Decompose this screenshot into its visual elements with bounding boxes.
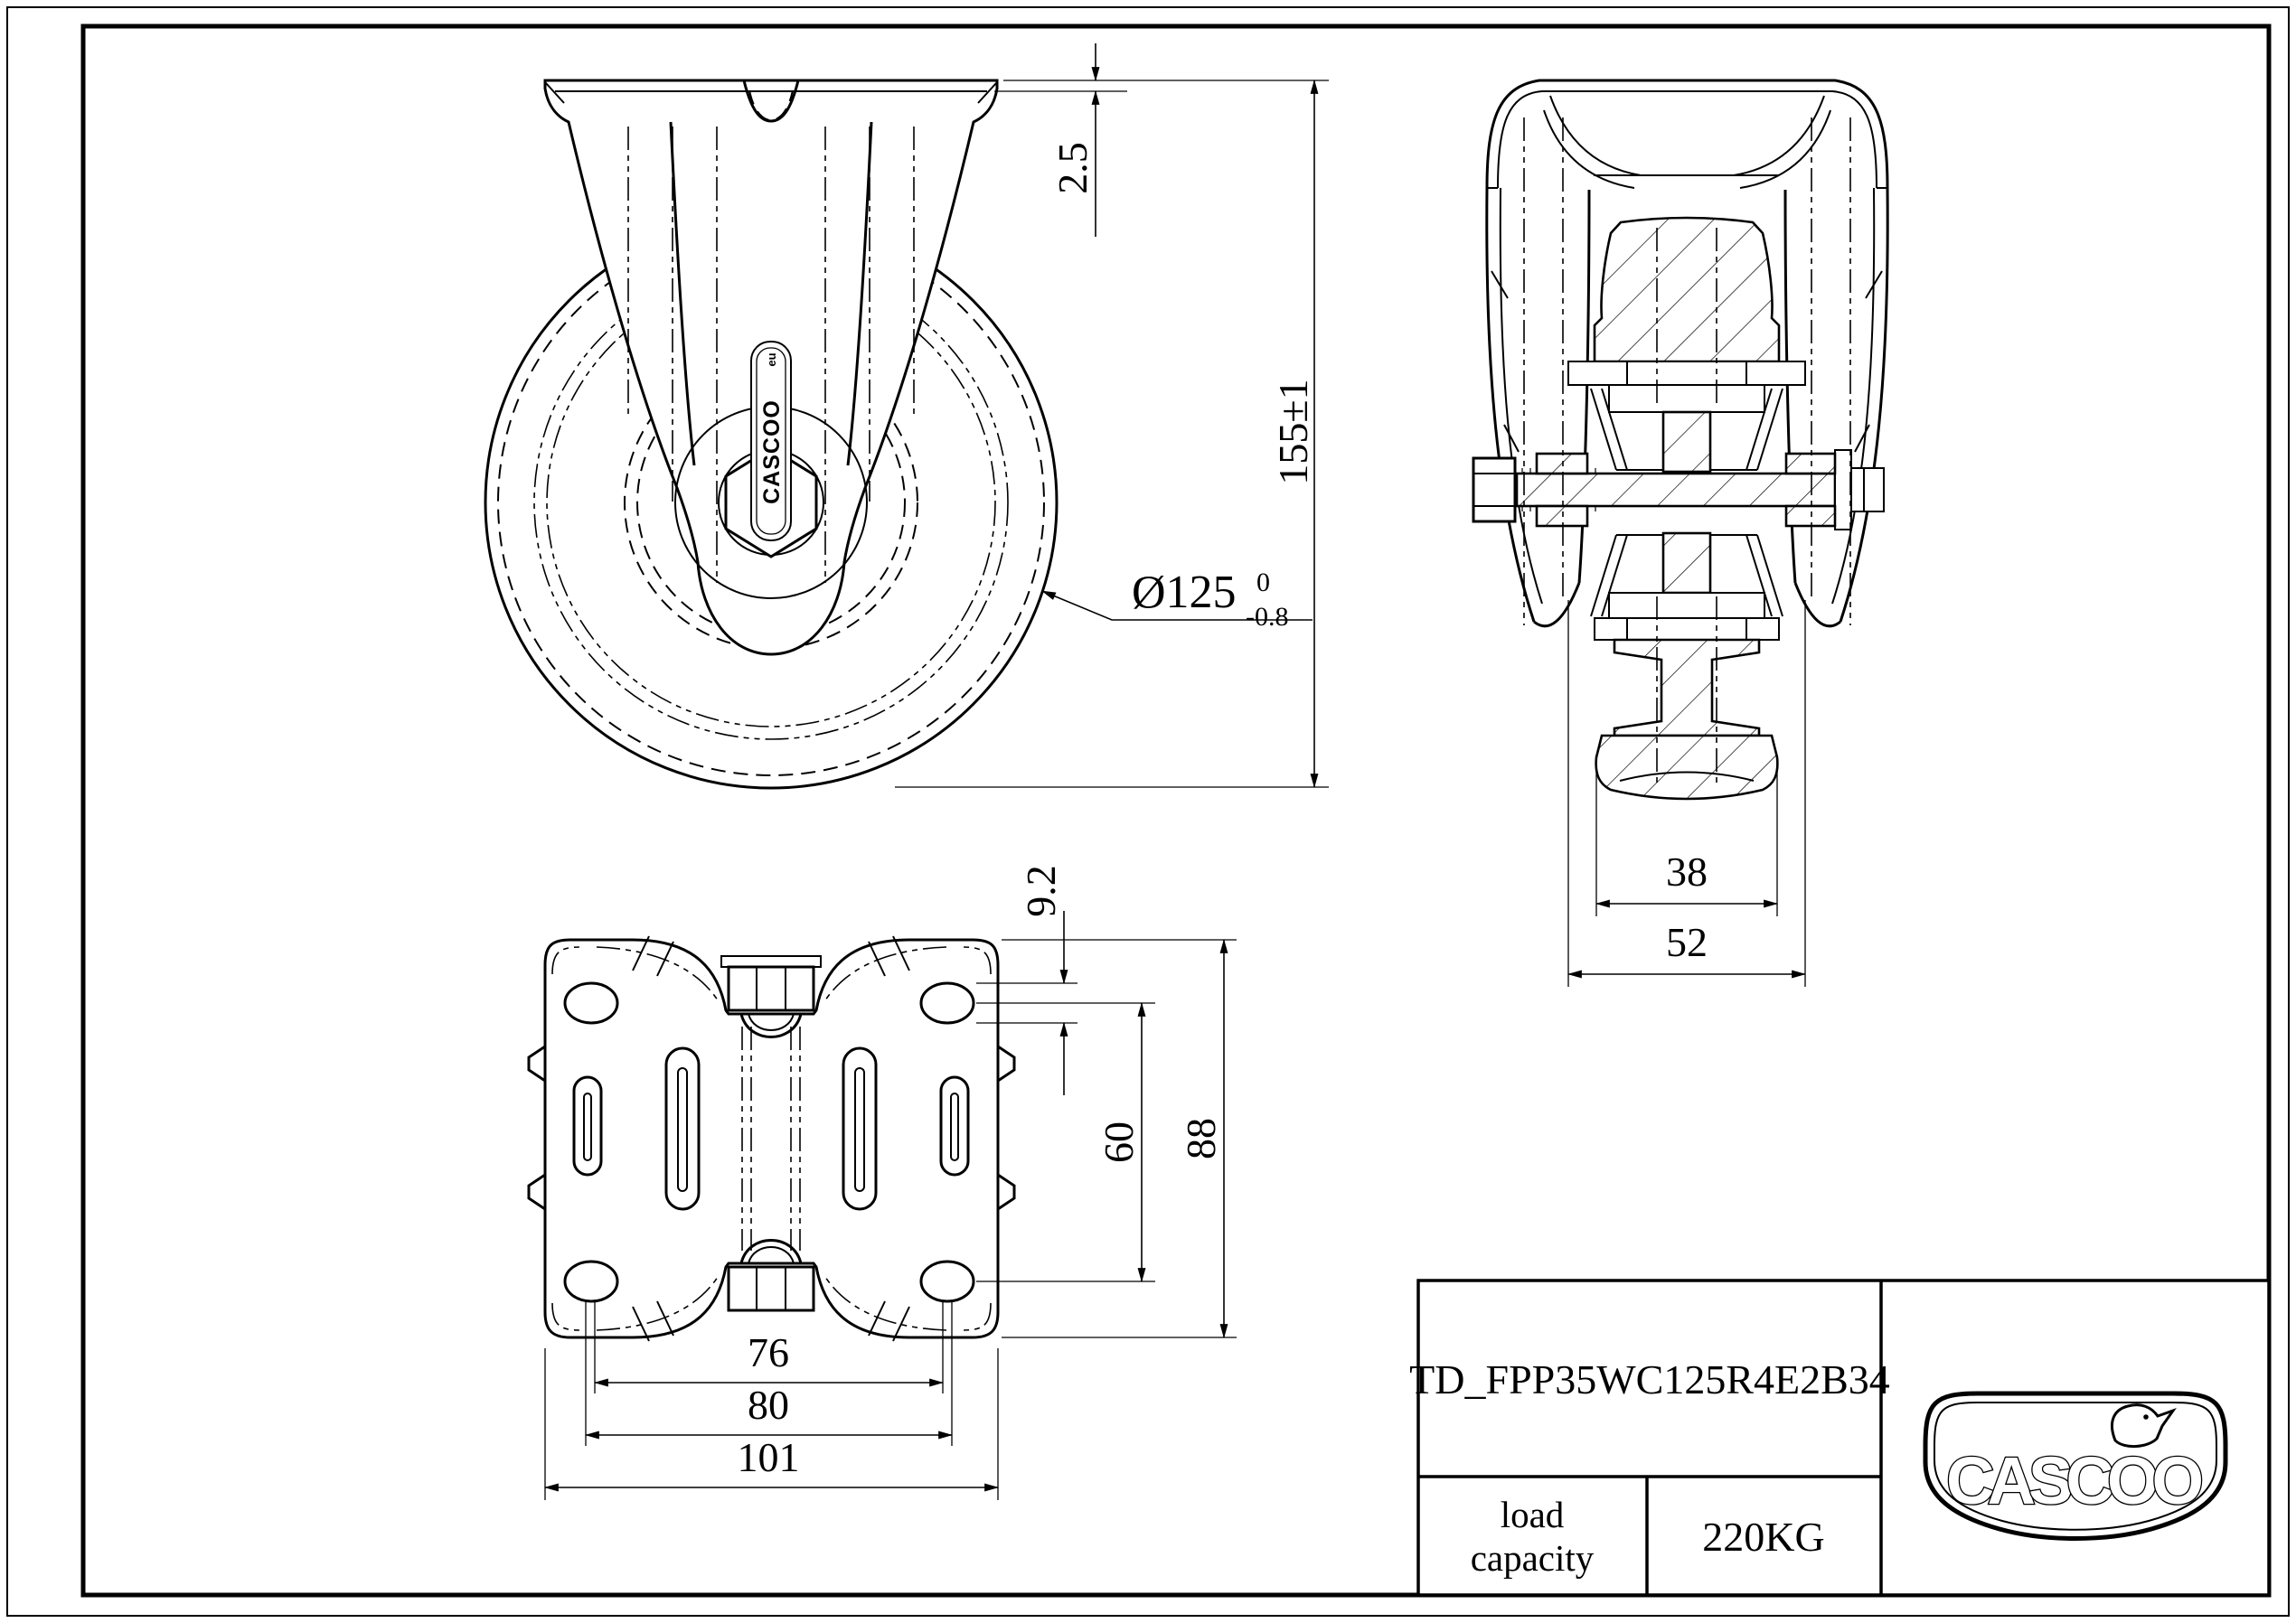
dim-wheel-diameter-text: Ø125: [1132, 567, 1237, 618]
bend-ticks: [632, 935, 910, 1342]
right-boss-upper: [1784, 452, 1837, 475]
dim-overall-height-text: 155±1: [1270, 379, 1316, 484]
logo-brand-text: CASCOO: [1946, 1443, 2205, 1518]
left-tab-lower: [527, 1173, 546, 1211]
fork-badge-suffix: eu: [765, 352, 778, 366]
border-frame: [6, 6, 2290, 1617]
tread-bottom-inner-arc: [1619, 771, 1755, 782]
lower-bearing: [1590, 531, 1783, 641]
cascoo-bird-icon: [2111, 1403, 2177, 1448]
load-capacity-label-line2: capacity: [1471, 1537, 1595, 1579]
side-plate: [1485, 79, 1889, 189]
tread-top-section: [1593, 216, 1781, 363]
mounting-holes: [563, 981, 975, 1303]
axle-nut: [1850, 467, 1885, 512]
bottom-hex-nut: [727, 1265, 815, 1312]
dim-hub-width: 52: [1567, 600, 1807, 987]
axle-bolt: [1472, 449, 1885, 530]
side-centerlines: [1523, 117, 1851, 783]
dim-tread-width: 38: [1595, 770, 1779, 916]
dim-wheel-diameter: Ø125 0 -0.8: [1041, 567, 1313, 632]
dim-hole-pitch-horizontal-text: 76: [748, 1329, 789, 1375]
dim-plate-thickness-text: 2.5: [1049, 142, 1096, 194]
bend-phantom-lines: [551, 946, 992, 1331]
load-capacity-value: 220KG: [1702, 1514, 1824, 1560]
lower-bearing-roller: [1661, 531, 1712, 595]
inner-frame: [80, 23, 2272, 1598]
top-hex-nut: [727, 965, 815, 1012]
dim-hole-diameter: 9.2: [976, 865, 1077, 1095]
dim-overall-height: 155±1: [895, 79, 1329, 789]
left-boss-upper: [1535, 452, 1589, 475]
fork-right-inner-edge: [846, 121, 873, 466]
plate-slots: [572, 1046, 970, 1211]
dim-wheel-diameter-tol-upper: 0: [1256, 568, 1270, 597]
dim-plate-width-text: 101: [738, 1434, 800, 1480]
hole-bottom-left: [563, 1260, 619, 1303]
dim-plate-width: 101: [543, 1348, 1000, 1500]
dim-plate-depth-text: 88: [1178, 1118, 1224, 1159]
dim-plate-thickness: 2.5: [994, 43, 1329, 237]
kingpin-hidden-arc: [748, 89, 794, 121]
outer-border: [6, 6, 2290, 1617]
axle-washer: [1834, 449, 1852, 530]
upper-bearing-roller: [1661, 410, 1712, 474]
left-tab-upper: [527, 1045, 546, 1083]
wheel-tread-hidden-circle: [497, 229, 1045, 776]
dim-hole-pitch-vertical: 60: [976, 1001, 1155, 1283]
dim-hole-pitch-vertical-text: 60: [1096, 1121, 1142, 1163]
right-tab-lower: [997, 1173, 1016, 1211]
kingpin-notch: [742, 80, 800, 123]
bottom-view: 9.2 60 88 76 80: [527, 865, 1237, 1500]
slot-inner-left: [664, 1046, 701, 1211]
right-tab-upper: [997, 1045, 1016, 1083]
dim-plate-depth: 88: [1002, 938, 1237, 1339]
load-capacity-label-line1: load: [1501, 1494, 1565, 1535]
bottom-dome: [739, 1239, 803, 1264]
side-view: 38 52: [1472, 79, 1889, 987]
kingpin-column: [720, 955, 822, 1312]
axle-bolt-head: [1472, 456, 1517, 523]
model-code: TD_FPP35WC125R4E2B34: [1409, 1356, 1890, 1403]
top-washer: [720, 955, 822, 968]
front-view: CASCOO eu 2.5 155±1 Ø125 0 -0.8: [484, 43, 1329, 790]
mounting-plate-outline: [543, 938, 1000, 1339]
logo-shield-inner: [1934, 1402, 2217, 1531]
axle-shaft-section: [1515, 472, 1837, 508]
side-fork-legs: [1485, 187, 1889, 628]
dim-hole-pitch-outer-text: 80: [748, 1382, 789, 1428]
top-dome: [739, 1013, 803, 1038]
lower-hub-web: [1613, 638, 1761, 737]
flange-right-tip-tick: [977, 82, 997, 104]
left-boss-lower: [1535, 504, 1589, 528]
dim-wheel-diameter-tol-lower: -0.8: [1246, 602, 1289, 632]
tread-bottom-section: [1595, 734, 1779, 801]
slot-inner-right: [842, 1046, 878, 1211]
fork-badge-text: CASCOO: [759, 399, 785, 504]
flange-left-tip-tick: [545, 82, 565, 104]
dim-hole-pitch-horizontal: 76 80: [584, 1301, 954, 1446]
hole-top-right: [919, 981, 975, 1025]
hole-bottom-right: [919, 1260, 975, 1303]
title-block: TD_FPP35WC125R4E2B34 load capacity 220KG…: [1409, 1279, 2271, 1597]
hole-top-left: [563, 981, 619, 1025]
slot-outer-left: [572, 1075, 603, 1177]
slot-outer-right: [939, 1075, 970, 1177]
dim-hole-diameter-text: 9.2: [1018, 865, 1064, 917]
right-boss-lower: [1784, 504, 1837, 528]
fork-badge: CASCOO eu: [750, 341, 792, 541]
dim-hub-width-text: 52: [1666, 919, 1708, 965]
cascoo-logo: CASCOO: [1923, 1391, 2228, 1541]
fork-left-inner-edge: [669, 121, 696, 466]
dim-tread-width-text: 38: [1666, 849, 1708, 895]
upper-bearing: [1567, 361, 1806, 474]
fork-centerlines: [627, 127, 915, 583]
